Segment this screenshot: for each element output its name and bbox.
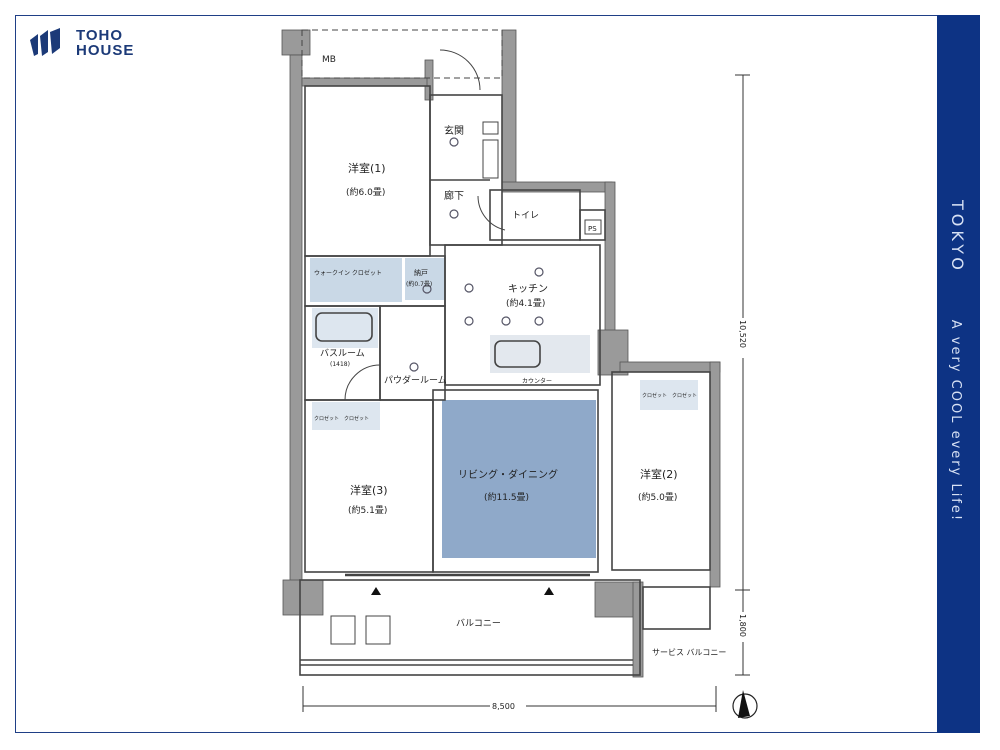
balcony-marker xyxy=(544,587,554,595)
dimension-height-balcony: 1,800 xyxy=(738,614,747,637)
closet2-floor xyxy=(640,380,698,410)
label-storage: 納戸 xyxy=(414,268,428,277)
fixtures xyxy=(330,121,602,645)
walkin-floor xyxy=(310,258,402,302)
label-entrance: 玄関 xyxy=(444,124,464,137)
label-counter: カウンター xyxy=(522,377,552,385)
walls xyxy=(281,29,721,678)
label-western1: 洋室(1) xyxy=(348,161,386,175)
label-toilet: トイレ xyxy=(512,211,539,221)
label-powder: パウダールーム xyxy=(384,374,447,386)
label-kitchen-size: (約4.1畳) xyxy=(506,297,545,309)
living-dining-floor xyxy=(442,400,596,558)
label-living-size: (約11.5畳) xyxy=(484,491,529,503)
label-walkin: ウォークイン クロゼット xyxy=(314,269,382,277)
north-arrow-icon xyxy=(732,690,758,719)
label-closet2b: クロゼット xyxy=(672,392,697,399)
toho-house-logo: TOHO HOUSE xyxy=(28,28,134,58)
dimension-height-main: 10,520 xyxy=(738,320,747,348)
label-bath: バスルーム xyxy=(320,348,365,359)
label-hallway: 廊下 xyxy=(444,189,464,202)
label-western3-size: (約5.1畳) xyxy=(348,504,387,516)
label-balcony: バルコニー xyxy=(456,618,501,629)
label-storage-size: (約0.7畳) xyxy=(406,280,432,288)
logo-mark-icon xyxy=(30,28,60,56)
storage-floor xyxy=(405,258,445,300)
label-western1-size: (約6.0畳) xyxy=(346,186,385,198)
label-western3: 洋室(3) xyxy=(350,483,388,497)
label-service-balcony: サービス バルコニー xyxy=(652,648,726,657)
label-closet3a: クロゼット xyxy=(314,415,339,422)
label-kitchen: キッチン xyxy=(508,283,548,295)
dimension-width: 8,500 xyxy=(492,702,515,711)
logo-text-line1: TOHO xyxy=(76,27,124,44)
ceiling-light-icons xyxy=(409,137,544,372)
label-western2: 洋室(2) xyxy=(640,467,678,481)
balcony-marker xyxy=(371,587,381,595)
label-living: リビング・ダイニング xyxy=(458,468,558,481)
closet3-floor xyxy=(312,402,380,430)
label-closet2a: クロゼット xyxy=(642,392,667,399)
label-western2-size: (約5.0畳) xyxy=(638,491,677,503)
logo-text-line2: HOUSE xyxy=(76,42,135,59)
label-bath-size: (1418) xyxy=(330,361,350,368)
side-band: TOKYOA very COOL every Life! xyxy=(937,15,980,733)
label-ps: PS xyxy=(588,225,597,233)
label-mb: MB xyxy=(322,55,336,65)
label-closet3b: クロゼット xyxy=(344,415,369,422)
interior-walls xyxy=(299,29,711,676)
